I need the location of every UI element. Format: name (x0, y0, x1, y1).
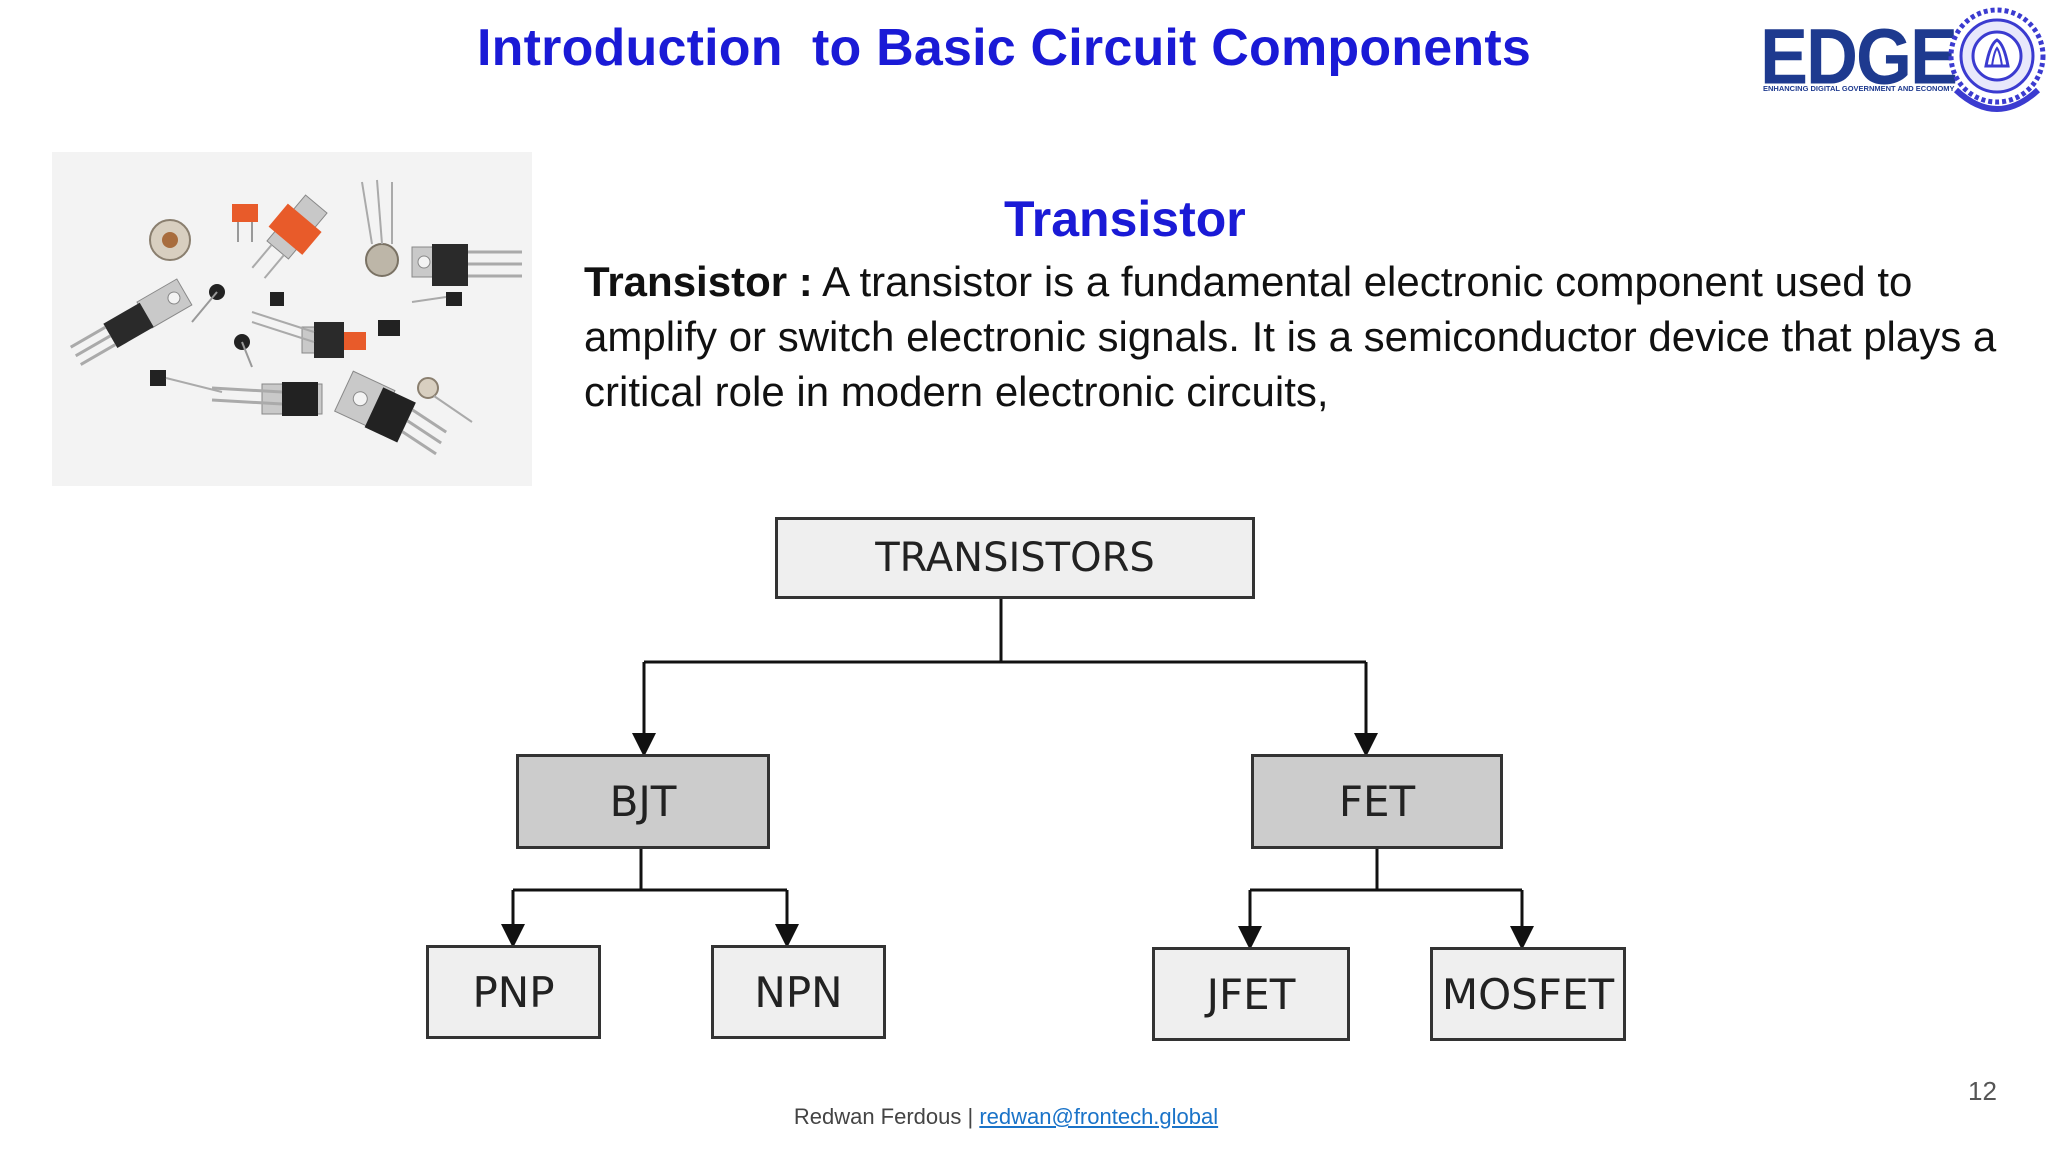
node-bjt: BJT (516, 754, 770, 849)
node-jfet: JFET (1152, 947, 1350, 1041)
page-number: 12 (1968, 1076, 1997, 1106)
footer: Redwan Ferdous | redwan@frontech.global (0, 1104, 2030, 1130)
footer-author: Redwan Ferdous | (793, 1104, 980, 1129)
edge-logo: EDGE ENHANCING DIGITAL GOVERNMENT AND EC… (1760, 0, 2048, 120)
footer-email-link[interactable]: redwan@frontech.global (979, 1104, 1219, 1129)
section-heading: Transistor (1004, 191, 1246, 247)
node-mosfet: MOSFET (1430, 947, 1626, 1041)
node-pnp: PNP (426, 945, 601, 1039)
description-text: A transistor is a fundamental electronic… (584, 258, 1997, 415)
university-seal-icon (1948, 7, 2046, 112)
transistor-components-photo (52, 152, 532, 486)
description-paragraph: Transistor : A transistor is a fundament… (584, 254, 2004, 419)
transistor-components-illustration (52, 152, 532, 486)
node-npn: NPN (711, 945, 886, 1039)
node-transistors: TRANSISTORS (775, 517, 1255, 599)
logo-tagline: ENHANCING DIGITAL GOVERNMENT AND ECONOMY (1763, 84, 1955, 93)
description-term: Transistor : (584, 258, 813, 305)
slide-title: Introduction to Basic Circuit Components (477, 19, 1531, 77)
logo-text: EDGE (1760, 13, 1958, 102)
node-fet: FET (1251, 754, 1503, 849)
